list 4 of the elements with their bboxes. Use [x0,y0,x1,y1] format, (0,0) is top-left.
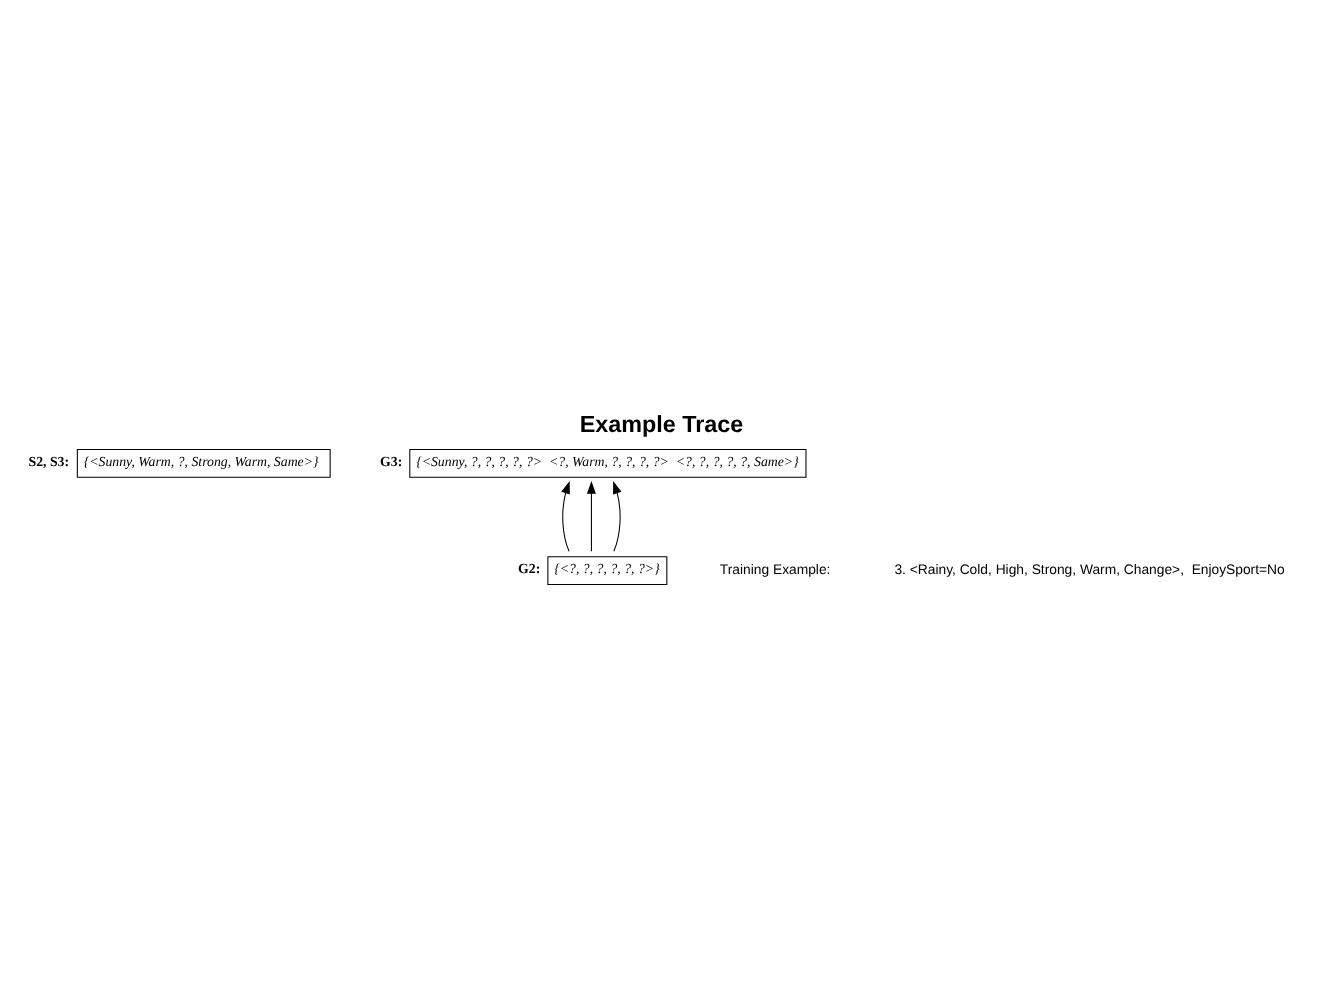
diagram-title: Example Trace [579,411,744,438]
arrow [561,480,570,551]
arrow [613,480,622,551]
arrow [586,479,596,551]
